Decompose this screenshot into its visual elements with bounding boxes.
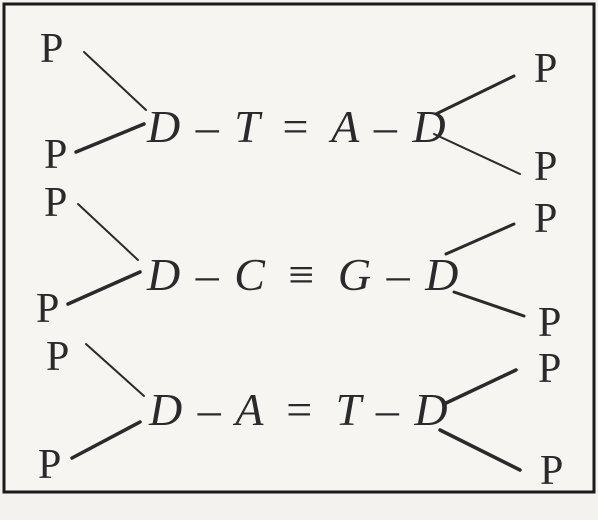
bond-line-top-left: [85, 343, 145, 397]
bond-line-bottom-left: [70, 420, 142, 460]
sugar-right-1: D: [411, 101, 445, 152]
dash-left-3: –: [197, 384, 222, 435]
phosphate-bottom-right: P: [540, 448, 563, 494]
dash-left-1: –: [195, 101, 220, 152]
dash-left-2: –: [195, 249, 220, 300]
phosphate-top-right: P: [534, 46, 557, 92]
bond-line-top-left: [77, 203, 139, 261]
bond-line-bottom-right: [452, 290, 526, 318]
phosphate-top-right: P: [538, 346, 561, 392]
bond-line-top-right: [444, 222, 516, 256]
base-pair-row-3: P P P P D – A = T – D: [38, 334, 563, 494]
base-2-row-3: T: [336, 384, 365, 435]
phosphate-top-left: P: [40, 26, 63, 72]
bond-line-bottom-left: [74, 122, 146, 154]
hydrogen-bond-1: =: [283, 101, 309, 152]
dash-right-1: –: [373, 101, 398, 152]
sugar-right-3: D: [413, 384, 447, 435]
base-2-row-1: A: [328, 101, 360, 152]
base-pair-row-1: P P P P D – T = A – D: [40, 26, 557, 190]
hydrogen-bond-2: ≡: [288, 249, 314, 300]
base-pair-formula-2: D – C ≡ G – D: [146, 249, 458, 300]
bond-line-bottom-left: [66, 270, 142, 306]
phosphate-bottom-right: P: [538, 300, 561, 346]
bond-line-top-left: [83, 51, 147, 111]
phosphate-top-right: P: [534, 196, 557, 242]
sugar-left-2: D: [146, 249, 180, 300]
bond-line-top-right: [434, 74, 516, 116]
sugar-left-3: D: [148, 384, 182, 435]
dash-right-3: –: [375, 384, 400, 435]
phosphate-bottom-right: P: [534, 144, 557, 190]
base-2-row-2: G: [338, 249, 371, 300]
base-1-row-3: A: [232, 384, 264, 435]
phosphate-top-left: P: [46, 334, 69, 380]
phosphate-bottom-left: P: [36, 286, 59, 332]
base-pair-formula-1: D – T = A – D: [146, 101, 446, 152]
base-1-row-2: C: [234, 249, 266, 300]
bond-line-bottom-right: [438, 428, 522, 472]
bond-line-bottom-right: [433, 133, 521, 175]
phosphate-top-left: P: [44, 180, 67, 226]
hydrogen-bond-3: =: [286, 384, 312, 435]
phosphate-bottom-left: P: [44, 132, 67, 178]
base-1-row-1: T: [234, 101, 263, 152]
sugar-left-1: D: [146, 101, 180, 152]
base-pair-formula-3: D – A = T – D: [148, 384, 448, 435]
dash-right-2: –: [386, 249, 411, 300]
phosphate-bottom-left: P: [38, 442, 61, 488]
sugar-right-2: D: [424, 249, 458, 300]
base-pair-row-2: P P P P D – C ≡ G – D: [36, 180, 561, 346]
bond-line-top-right: [442, 368, 518, 406]
